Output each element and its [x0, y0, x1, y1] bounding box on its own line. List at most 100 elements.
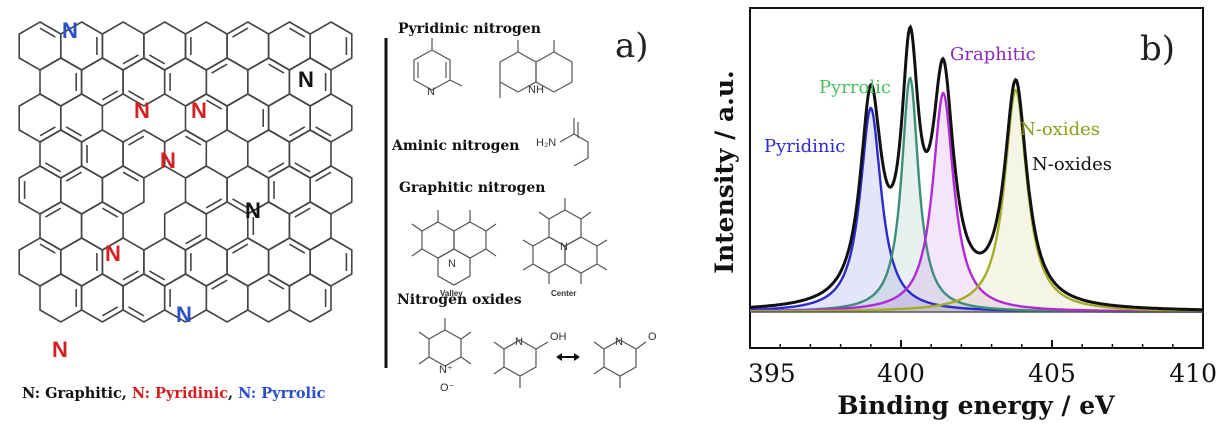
n-oxide-3-n: N: [615, 336, 623, 348]
envelope-curve: [749, 24, 1203, 312]
y-axis-label: Intensity / a.u.: [710, 70, 739, 273]
double-bond: [294, 207, 311, 218]
double-bond: [268, 279, 285, 290]
pyridinic-n-4: N: [105, 241, 121, 266]
n-oxide-oh: OH: [550, 331, 567, 343]
double-bond: [288, 243, 306, 254]
nitrogen-doped-graphene-diagram: N N N N N N N N N N: Graphitic, N: Pyrid…: [18, 18, 657, 402]
double-bond: [65, 171, 83, 182]
x-axis-label: Binding energy / eV: [837, 391, 1115, 420]
n-oxide-o: O: [648, 331, 657, 343]
legend-caption: N: Graphitic, N: Pyridinic, N: Pyrrolic: [22, 385, 326, 402]
double-bond: [101, 207, 119, 218]
double-bond: [44, 162, 62, 173]
double-bond: [44, 207, 62, 218]
graphitic-n-1: N: [298, 67, 314, 92]
n-oxide-molecule-3: [593, 339, 647, 388]
xps-chart: 395 400 405 410 Binding energy / eV Intensi…: [705, 0, 1226, 421]
center-label: Center: [551, 289, 576, 298]
double-bond: [211, 63, 228, 74]
double-bond: [39, 126, 56, 137]
pyridinic-nh-label: NH: [528, 84, 544, 96]
double-bond: [122, 270, 139, 281]
peak-line-graphitic: [750, 91, 1203, 313]
valley-label: Valley: [440, 289, 463, 298]
pyridinic-n-3: N: [160, 148, 176, 173]
double-bond: [148, 54, 166, 65]
graphitic-valley-molecule: [411, 210, 497, 286]
double-bond: [39, 27, 56, 38]
annotation-n-oxides-black: N-oxides: [1032, 154, 1112, 175]
resonance-arrow: [556, 353, 580, 361]
peak-line-n-oxides: [750, 88, 1203, 313]
graphitic-valley-n: N: [448, 258, 456, 270]
x-axis-ticks: 395 400 405 410: [748, 340, 1217, 388]
annotation-pyridinic: Pyridinic: [764, 136, 845, 157]
pyridinic-n-2: N: [191, 98, 207, 123]
aminic-h2n-label: H₂N: [536, 137, 556, 149]
annotation-graphitic: Graphitic: [950, 44, 1036, 65]
double-bond: [232, 243, 249, 254]
pyridinic-n-1: N: [134, 98, 150, 123]
double-bond: [128, 90, 145, 101]
section-graphitic-title: Graphitic nitrogen: [399, 180, 545, 196]
n-oxide-n-plus: N⁺: [439, 364, 453, 376]
double-bond: [122, 171, 139, 182]
n-oxide-o-minus: O⁻: [440, 382, 455, 394]
aminic-molecule: [559, 118, 589, 167]
section-oxides-title: Nitrogen oxides: [397, 292, 522, 308]
panel-b-xps-spectrum: 395 400 405 410 Binding energy / eV Intensi…: [705, 0, 1226, 421]
double-bond: [205, 198, 223, 209]
peak-fills: [750, 78, 1203, 312]
peak-lines: [749, 76, 1203, 313]
double-bond: [101, 90, 119, 101]
double-bond: [148, 270, 166, 281]
double-bond: [185, 135, 202, 146]
double-bond: [315, 126, 332, 137]
double-bond: [211, 279, 228, 290]
double-bond: [65, 126, 83, 137]
lattice-nitrogen-atoms: N N N N N N N N N: [52, 18, 314, 362]
hex-ring: [288, 273, 332, 323]
double-bond: [185, 234, 202, 245]
double-bond: [205, 99, 223, 110]
double-bond: [128, 135, 145, 146]
graphene-lattice: [18, 21, 353, 323]
peak-annotations: Pyridinic Pyrrolic Graphitic N-oxides N-…: [764, 44, 1112, 175]
x-tick-label: 410: [1169, 359, 1217, 388]
double-bond: [101, 306, 119, 317]
double-bond: [288, 126, 306, 137]
double-bond: [288, 27, 306, 38]
n-oxide-molecule-1: [418, 318, 472, 367]
x-tick-label: 405: [1028, 359, 1076, 388]
graphitic-center-n: N: [560, 241, 568, 253]
double-bond: [232, 198, 249, 209]
section-pyridinic-title: Pyridinic nitrogen: [398, 21, 541, 37]
double-bond: [294, 162, 311, 173]
pyridinic-n-5: N: [52, 337, 68, 362]
plot-frame: [749, 7, 1204, 349]
x-tick-label: 400: [877, 359, 925, 388]
n-oxide-2-n: N: [515, 336, 523, 348]
section-aminic-title: Aminic nitrogen: [391, 138, 519, 154]
annotation-pyrrolic: Pyrrolic: [819, 77, 891, 98]
pyridinic-molecule-1: [413, 38, 463, 91]
x-tick-label: 395: [748, 359, 796, 388]
n-oxide-molecule-2: [493, 339, 549, 388]
double-bond: [232, 27, 249, 38]
panel-label-a: a): [615, 26, 649, 66]
pyrrolic-n-bottom: N: [176, 302, 192, 327]
double-bond: [268, 162, 285, 173]
panel-label-b: b): [1140, 29, 1175, 69]
annotation-n-oxides-green: N-oxides: [1020, 119, 1100, 140]
double-bond: [315, 171, 332, 182]
double-bond: [122, 54, 139, 65]
pyridinic-n-label: N: [427, 86, 435, 98]
pyrrolic-n-top: N: [62, 18, 78, 43]
double-bond: [268, 63, 285, 74]
double-bond: [39, 243, 56, 254]
graphitic-center-molecule: [522, 198, 608, 284]
graphitic-n-2: N: [245, 198, 261, 223]
panel-a-nitrogen-structures: N N N N N N N N N N: Graphitic, N: Pyrid…: [18, 18, 657, 402]
peak-fill-pyridinic: [750, 108, 1203, 312]
